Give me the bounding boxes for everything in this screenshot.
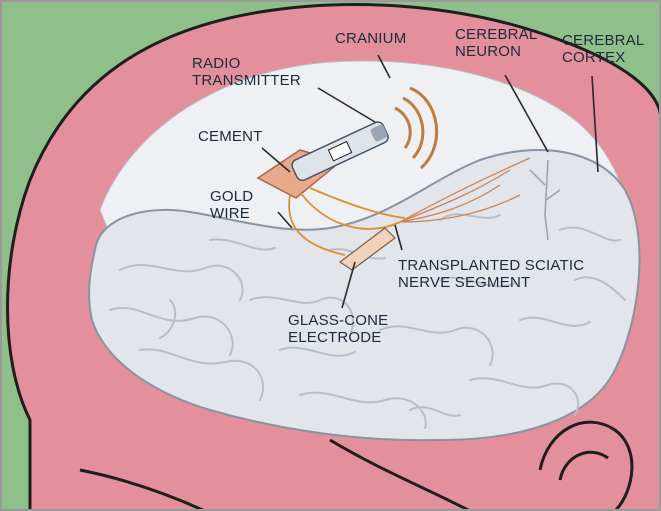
label-sciatic-line2: NERVE SEGMENT [398,274,584,291]
label-gold-line2: WIRE [210,205,253,222]
label-electrode-line2: ELECTRODE [288,329,388,346]
label-cortex-line2: CORTEX [562,49,644,66]
label-radio-line2: TRANSMITTER [192,72,301,89]
label-neuron-line1: CEREBRAL [455,26,537,43]
label-cortex-line1: CEREBRAL [562,32,644,49]
label-gold-wire: GOLD WIRE [210,188,253,222]
label-cerebral-cortex: CEREBRAL CORTEX [562,32,644,66]
label-gold-line1: GOLD [210,188,253,205]
label-electrode-line1: GLASS-CONE [288,312,388,329]
label-neuron-line2: NEURON [455,43,537,60]
label-radio-transmitter: RADIO TRANSMITTER [192,55,301,89]
label-cerebral-neuron: CEREBRAL NEURON [455,26,537,60]
label-glass-cone-electrode: GLASS-CONE ELECTRODE [288,312,388,346]
label-cranium-text: CRANIUM [335,30,406,47]
label-radio-line1: RADIO [192,55,301,72]
label-cranium: CRANIUM [335,30,406,47]
label-sciatic-line1: TRANSPLANTED SCIATIC [398,257,584,274]
label-sciatic-nerve: TRANSPLANTED SCIATIC NERVE SEGMENT [398,257,584,291]
label-cement: CEMENT [198,128,263,145]
label-cement-text: CEMENT [198,128,263,145]
